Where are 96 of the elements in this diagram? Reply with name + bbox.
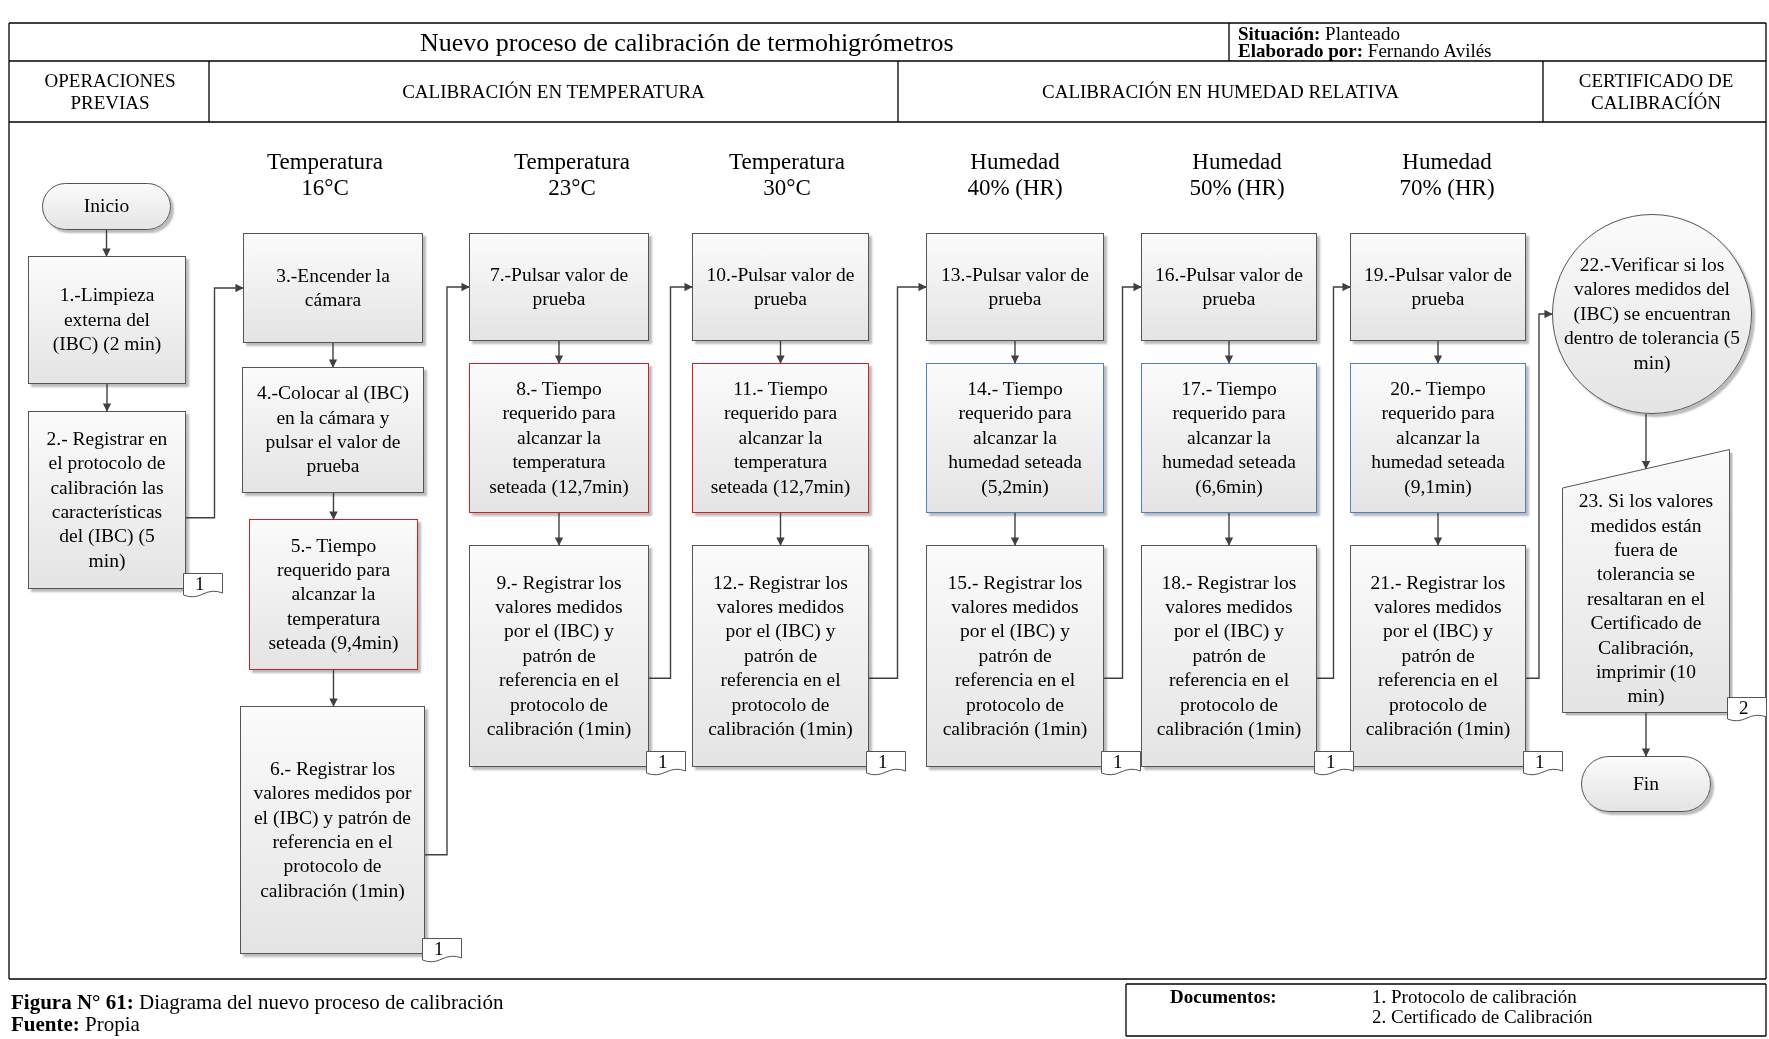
figure-caption: Figura N° 61: Diagrama del nuevo proceso de calibración	[11, 990, 504, 1015]
node-text: 3.-Encender la cámara	[275, 263, 391, 312]
arrow	[329, 669, 338, 707]
node-text: 14.- Tiempo requerido para alcanzar la humedad seteada (5,2min)	[947, 377, 1083, 499]
document-marker: 1	[1523, 751, 1563, 777]
node-text: 10.-Pulsar valor de prueba	[705, 262, 856, 311]
arrow	[1224, 512, 1234, 546]
node-text: 6.- Registrar los valores medidos por el (IBC) y patrón de referencia en el protocolo de calibración (1min)	[253, 756, 412, 903]
process-box	[692, 233, 869, 341]
arrow	[648, 282, 693, 679]
process-box	[469, 545, 649, 767]
node-text: 19.-Pulsar valor de prueba	[1363, 262, 1513, 311]
node-text: 1.-Limpieza externa del (IBC) (2 min)	[51, 283, 163, 357]
column-heading: Temperatura 23°C	[513, 148, 631, 202]
arrow	[776, 340, 785, 364]
node-text: 8.- Tiempo requerido para alcanzar la temperatura seteada (12,7min)	[488, 377, 630, 499]
manual-input-shape	[1562, 449, 1730, 713]
node-text: 12.- Registrar los valores medidos por el (IBC) y patrón de referencia en el protocolo de calibración (1min)	[707, 570, 854, 741]
column-heading: Humedad 40% (HR)	[966, 148, 1064, 202]
arrow	[329, 492, 338, 520]
arrow	[185, 283, 244, 519]
process-box	[1141, 545, 1317, 767]
node-text: 17.- Tiempo requerido para alcanzar la humedad seteada (6,6min)	[1161, 377, 1297, 499]
process-box	[692, 545, 869, 767]
node-text: 2.- Registrar en el protocolo de calibración las características del (IBC) (5 min)	[45, 426, 169, 573]
document-marker: 1	[183, 573, 223, 599]
arrow	[1224, 340, 1234, 364]
process-box	[1350, 233, 1526, 341]
node-text: 4.-Colocar al (IBC) en la cámara y pulsar el valor de prueba	[255, 381, 411, 479]
column-heading: Humedad 50% (HR)	[1188, 148, 1286, 202]
document-marker: 1	[1101, 751, 1141, 777]
node-text: 20.- Tiempo requerido para alcanzar la humedad seteada (9,1min)	[1370, 377, 1506, 499]
node-text: 9.- Registrar los valores medidos por el (IBC) y patrón de referencia en el protocolo de calibración (1min)	[485, 570, 633, 741]
source-note: Fuente: Propia	[11, 1013, 140, 1037]
arrow	[1525, 309, 1553, 679]
node-text: 18.- Registrar los valores medidos por el (IBC) y patrón de referencia en el protocolo de calibración (1min)	[1155, 570, 1303, 741]
status-text: Situación: Planteado	[1238, 24, 1401, 44]
node-text: 7.-Pulsar valor de prueba	[488, 262, 630, 311]
arrow	[1433, 512, 1443, 546]
document-marker: 1	[1314, 751, 1354, 777]
arrow	[1641, 413, 1651, 470]
node-text: 21.- Registrar los valores medidos por el (IBC) y patrón de referencia en el protocolo de calibración (1min)	[1364, 570, 1512, 741]
process-box	[1141, 233, 1317, 341]
node-text: 15.- Registrar los valores medidos por el (IBC) y patrón de referencia en el protocolo de calibración (1min)	[941, 570, 1089, 741]
node-text: 5.- Tiempo requerido para alcanzar la temperatura seteada (9,4min)	[267, 533, 400, 656]
process-box	[28, 411, 186, 589]
node-text: Inicio	[83, 194, 130, 219]
document-list-item: 2. Certificado de Calibración	[1372, 1006, 1594, 1028]
arrow	[1316, 282, 1351, 679]
process-box	[469, 233, 649, 341]
process-box	[28, 256, 186, 384]
process-box	[242, 367, 424, 493]
process-box	[240, 706, 425, 954]
arrow	[554, 512, 564, 546]
process-box	[926, 233, 1104, 341]
author-text: Elaborado por: Fernando Avilés	[1238, 41, 1493, 61]
column-heading: Temperatura 30°C	[728, 148, 846, 202]
arrow	[1433, 340, 1443, 364]
column-header: CERTIFICADO DE CALIBRACÍÓN	[1577, 69, 1735, 115]
arrow	[424, 282, 470, 856]
document-marker: 1	[422, 938, 462, 964]
arrow	[102, 383, 112, 412]
node-text: 22.-Verificar si los valores medidos del (IBC) se encuentran dentro de tolerancia (5 min)	[1563, 253, 1741, 375]
process-box	[469, 363, 649, 513]
process-box	[249, 519, 418, 670]
arrow	[102, 229, 111, 257]
process-box	[1350, 363, 1526, 513]
document-marker: 1	[866, 751, 906, 777]
arrow	[328, 342, 338, 368]
arrow	[868, 282, 927, 679]
process-box	[926, 363, 1104, 513]
node-text: Fin	[1633, 771, 1659, 796]
node-text: 13.-Pulsar valor de prueba	[940, 262, 1090, 311]
document-marker: 2	[1727, 697, 1767, 723]
process-box	[1141, 363, 1317, 513]
documents-heading: Documentos:	[1170, 986, 1278, 1008]
arrow	[776, 512, 785, 546]
column-heading: Humedad 70% (HR)	[1398, 148, 1496, 202]
document-list-item: 1. Protocolo de calibración	[1372, 986, 1578, 1008]
arrow	[1010, 512, 1020, 546]
node-text: 11.- Tiempo requerido para alcanzar la temperatura seteada (12,7min)	[709, 377, 852, 499]
arrow	[554, 340, 564, 364]
node-text: 16.-Pulsar valor de prueba	[1154, 262, 1304, 311]
diagram-title: Nuevo proceso de calibración de termohigrómetros	[420, 28, 954, 58]
arrow	[1103, 282, 1142, 679]
column-header: CALIBRACIÓN EN TEMPERATURA	[401, 79, 706, 104]
document-marker: 1	[646, 751, 686, 777]
column-header: CALIBRACIÓN EN HUMEDAD RELATIVA	[1041, 79, 1400, 104]
process-box	[1350, 545, 1526, 767]
column-header: OPERACIONES PREVIAS	[43, 69, 177, 115]
column-heading: Temperatura 16°C	[266, 148, 384, 202]
process-box	[692, 363, 869, 513]
process-box	[926, 545, 1104, 767]
node-text: 23. Si los valores medidos están fuera de tolerancia se resaltaran en el Certificado de Calibración, imprimir (10 min)	[1577, 489, 1715, 709]
process-box	[243, 233, 423, 343]
arrow	[1010, 340, 1020, 364]
